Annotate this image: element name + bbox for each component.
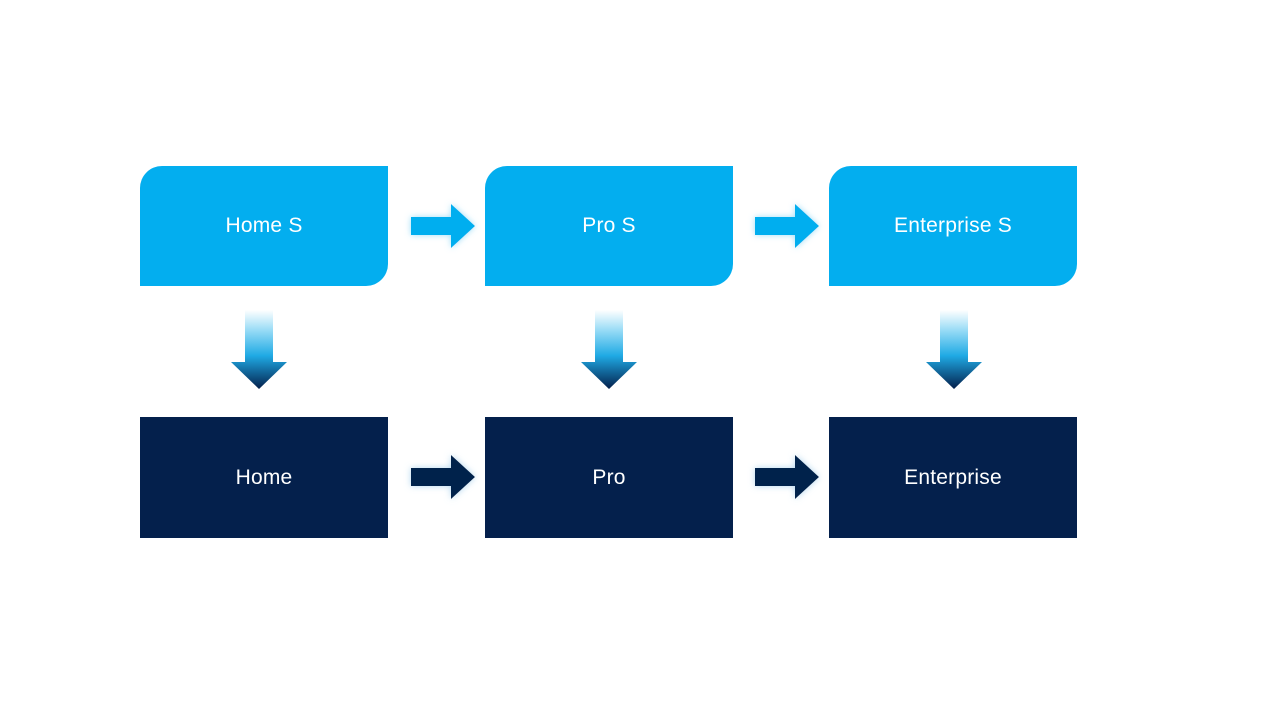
arrow-right-icon	[755, 455, 819, 499]
node-enterprise-s[interactable]: Enterprise S	[829, 166, 1077, 286]
arrow-pro-s-to-enterprise-s	[753, 201, 821, 251]
node-enterprise[interactable]: Enterprise	[829, 417, 1077, 538]
arrow-pro-s-to-pro	[580, 310, 638, 390]
node-home-s[interactable]: Home S	[140, 166, 388, 286]
node-pro-label: Pro	[592, 465, 626, 489]
arrow-enterprise-s-to-enterprise	[925, 310, 983, 390]
arrow-down-icon	[231, 310, 287, 389]
node-home[interactable]: Home	[140, 417, 388, 538]
node-pro-s[interactable]: Pro S	[485, 166, 733, 286]
node-pro[interactable]: Pro	[485, 417, 733, 538]
arrow-down-icon	[926, 310, 982, 389]
arrow-right-icon	[411, 455, 475, 499]
arrow-right-icon	[411, 204, 475, 248]
arrow-right-icon	[755, 204, 819, 248]
node-enterprise-label: Enterprise	[904, 465, 1002, 489]
arrow-home-to-pro	[409, 452, 477, 502]
arrow-down-icon	[581, 310, 637, 389]
node-home-s-label: Home S	[225, 214, 303, 238]
node-enterprise-s-label: Enterprise S	[894, 214, 1012, 238]
node-home-label: Home	[235, 465, 293, 489]
arrow-home-s-to-home	[230, 310, 288, 390]
node-pro-s-label: Pro S	[582, 214, 636, 238]
arrow-home-s-to-pro-s	[409, 201, 477, 251]
arrow-pro-to-enterprise	[753, 452, 821, 502]
